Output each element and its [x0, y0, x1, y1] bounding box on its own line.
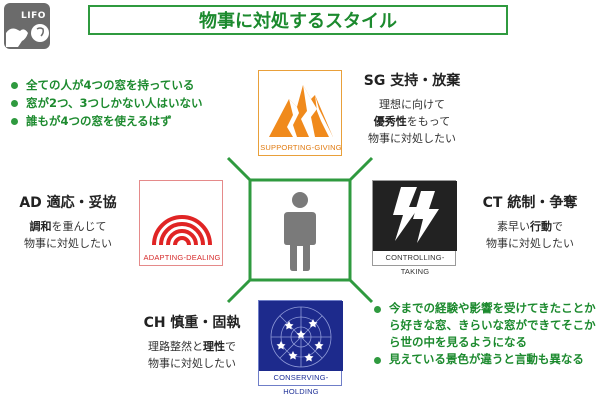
card-adapting-dealing: ADAPTING-DEALING [139, 180, 223, 266]
bullet-list-left: 全ての人が4つの窓を持っている 窓が2つ、3つしかない人はいない 誰もが4つの窓… [11, 76, 251, 130]
center-frame [226, 156, 374, 304]
style-name-sg: SG 支持・放棄 [363, 73, 461, 89]
card-caption: CONTROLLING-TAKING [385, 253, 445, 276]
bullet-dot-icon [11, 100, 18, 107]
bullet-item: 全ての人が4つの窓を持っている [11, 76, 251, 94]
bullet-list-right: 今までの経験や影響を受けてきたことから好きな窓、きらいな窓ができてそこから世の中… [374, 300, 596, 368]
star-chart-icon [259, 301, 343, 371]
card-conserving-holding: CONSERVING-HOLDING [258, 300, 343, 396]
style-name-ad: AD 適応・妥協 [19, 195, 117, 211]
bullet-dot-icon [374, 357, 381, 364]
lightning-icon [373, 181, 457, 251]
style-name-ct: CT 統制・争奪 [482, 195, 578, 211]
card-controlling-taking: CONTROLLING-TAKING [372, 180, 457, 276]
card-supporting-giving: SUPPORTING-GIVING [258, 70, 342, 156]
card-caption: ADAPTING-DEALING [143, 253, 221, 262]
style-desc-sg: 理想に向けて 優秀性をもって 物事に対処したい [368, 98, 456, 145]
card-caption: CONSERVING-HOLDING [273, 373, 329, 396]
hand-icon [6, 24, 49, 47]
bullet-item: 誰もが4つの窓を使えるはず [11, 112, 251, 130]
bullet-item: 今までの経験や影響を受けてきたことから好きな窓、きらいな窓ができてそこから世の中… [374, 300, 596, 351]
bullet-item: 見えている景色が違うと言動も異なる [374, 351, 596, 368]
rainbow-icon [152, 215, 212, 246]
style-desc-ch: 理路整然と理性で 物事に対処したい [148, 340, 236, 370]
style-name-ch: CH 慎重・固執 [143, 315, 241, 331]
style-desc-ad: 調和を重んじて 物事に対処したい [24, 220, 112, 250]
mountain-icon [269, 85, 333, 137]
bullet-dot-icon [11, 118, 18, 125]
bullet-dot-icon [11, 82, 18, 89]
lifo-logo: LIFO [4, 3, 50, 49]
bullet-dot-icon [374, 306, 381, 313]
person-icon [284, 192, 316, 271]
logo-text: LIFO [21, 11, 46, 21]
style-desc-ct: 素早い行動で 物事に対処したい [486, 220, 574, 250]
page-title: 物事に対処するスタイル [88, 5, 508, 35]
bullet-item: 窓が2つ、3つしかない人はいない [11, 94, 251, 112]
card-caption: SUPPORTING-GIVING [260, 143, 342, 152]
